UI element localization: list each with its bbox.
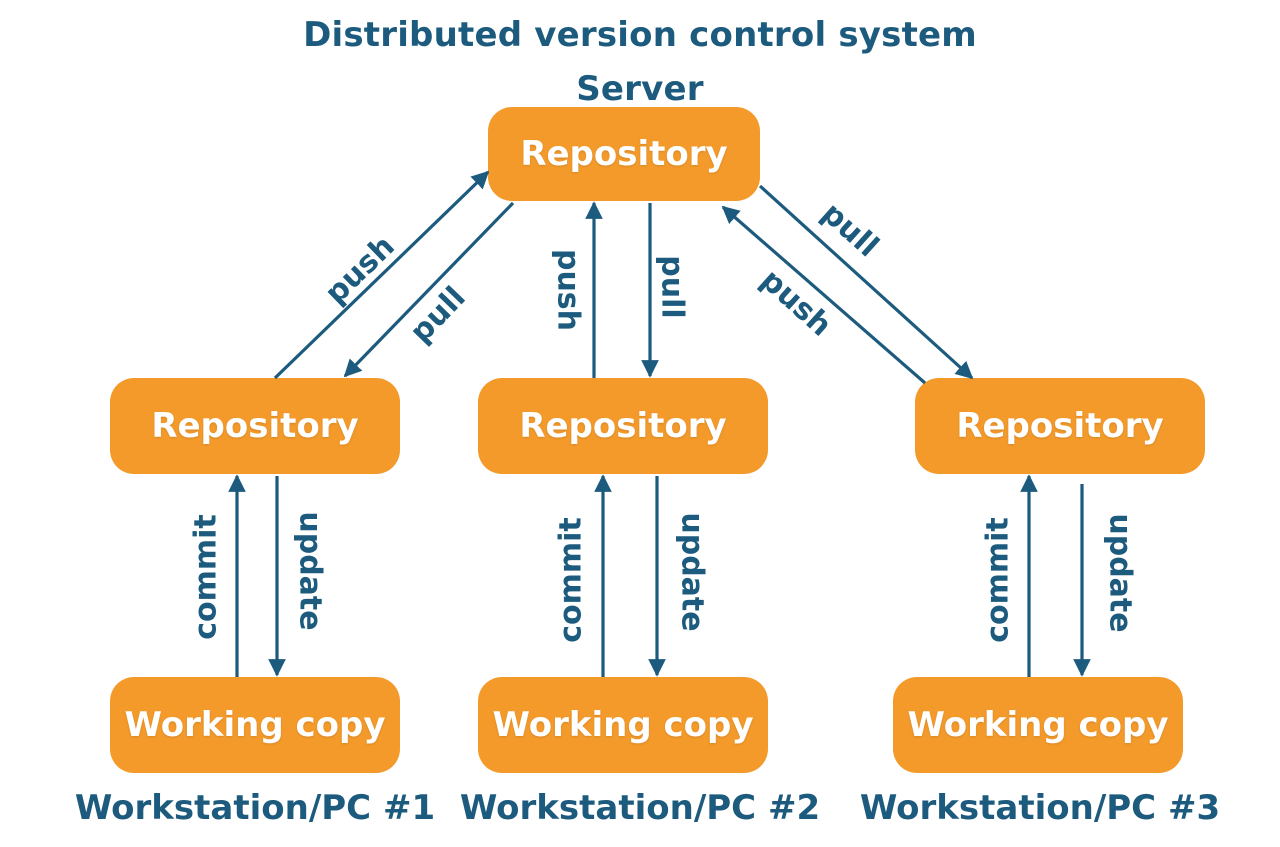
- workstation-2-working-copy-node: Working copy: [478, 677, 768, 773]
- pull-arrow-ws1: [343, 201, 515, 378]
- workstation-1-repository-node: Repository: [110, 378, 400, 474]
- push-arrow-ws1: [273, 170, 490, 380]
- workstation-3-repository-node: Repository: [915, 378, 1205, 474]
- push-label-ws3: push: [754, 263, 838, 344]
- commit-label-ws1: commit: [189, 514, 224, 640]
- workstation-1-label: Workstation/PC #1: [74, 788, 436, 828]
- workstation-2-label: Workstation/PC #2: [459, 788, 821, 828]
- server-label: Server: [576, 69, 704, 109]
- pull-label-ws3: pull: [815, 196, 886, 264]
- workstation-1-working-copy-node: Working copy: [110, 677, 400, 773]
- workstation-3-working-copy-node: Working copy: [893, 677, 1183, 773]
- server-repository-node: Repository: [488, 107, 760, 201]
- commit-label-ws2: commit: [554, 517, 589, 643]
- update-label-ws2: update: [675, 512, 710, 631]
- commit-label-ws3: commit: [981, 517, 1016, 643]
- diagram-title: Distributed version control system: [303, 15, 977, 55]
- pull-arrow-ws3: [758, 184, 974, 380]
- update-label-ws1: update: [293, 511, 328, 630]
- push-label-ws2: push: [551, 249, 586, 331]
- update-label-ws3: update: [1103, 513, 1138, 632]
- pull-label-ws2: pull: [655, 255, 690, 318]
- push-arrow-ws3: [721, 205, 927, 385]
- workstation-3-label: Workstation/PC #3: [859, 788, 1221, 828]
- workstation-2-repository-node: Repository: [478, 378, 768, 474]
- pull-label-ws1: pull: [403, 280, 472, 350]
- push-label-ws1: push: [318, 229, 401, 311]
